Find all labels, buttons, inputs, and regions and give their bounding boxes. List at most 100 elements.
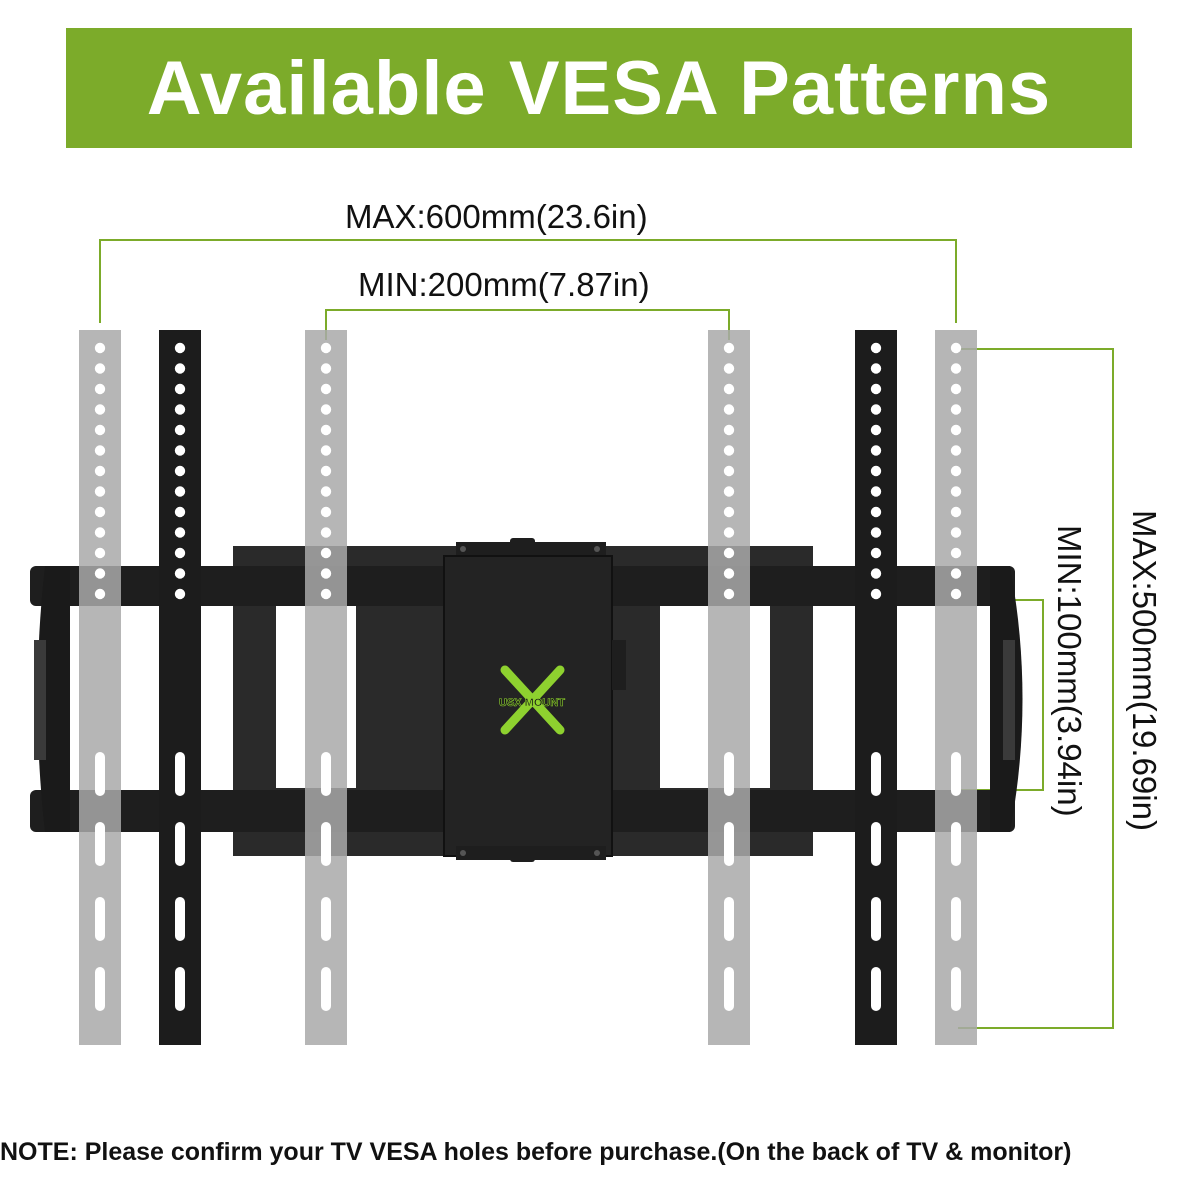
bracket-hole (94, 568, 106, 579)
bracket-hole (320, 383, 332, 395)
bracket-hole (870, 404, 882, 415)
bracket-hole (94, 486, 106, 497)
max-height-dimension-line (958, 348, 1114, 1029)
bracket-hole (174, 465, 186, 477)
bracket-hole (723, 383, 735, 395)
bracket-slot (175, 822, 185, 866)
bracket-gray-left-outer (79, 330, 121, 1045)
bracket-hole (723, 424, 735, 436)
bracket-slot (95, 897, 105, 941)
bracket-hole (723, 506, 735, 518)
max-height-label: MAX:500mm(19.69in) (1126, 510, 1163, 831)
bracket-hole (320, 527, 332, 538)
min-height-label: MIN:100mm(3.94in) (1051, 525, 1088, 817)
bracket-hole (950, 568, 962, 579)
bracket-slot (871, 897, 881, 941)
bracket-hole (94, 527, 106, 538)
bracket-hole (950, 445, 962, 456)
bracket-hole (950, 527, 962, 538)
bracket-hole (723, 404, 735, 415)
bracket-hole (723, 486, 735, 497)
bracket-slot (175, 897, 185, 941)
bracket-hole (174, 404, 186, 415)
bracket-hole (950, 465, 962, 477)
bracket-hole (870, 568, 882, 579)
bracket-hole (950, 342, 962, 354)
max-width-dimension-line (99, 239, 957, 323)
bracket-hole (174, 486, 186, 497)
bracket-hole (950, 588, 962, 600)
logo-text: USX MOUNT (499, 697, 565, 709)
bracket-slot (951, 822, 961, 866)
bracket-slot (951, 897, 961, 941)
bracket-hole (870, 383, 882, 395)
bracket-hole (320, 506, 332, 518)
bracket-hole (870, 547, 882, 559)
bracket-hole (174, 588, 186, 600)
bracket-hole (870, 506, 882, 518)
bracket-hole (94, 363, 106, 374)
bracket-hole (950, 547, 962, 559)
bracket-slot (724, 897, 734, 941)
bracket-slot (724, 752, 734, 796)
bracket-hole (723, 547, 735, 559)
bracket-gray-left-inner (305, 330, 347, 1045)
bracket-hole (174, 568, 186, 579)
bracket-hole (870, 424, 882, 436)
bracket-hole (320, 404, 332, 415)
bracket-hole (320, 424, 332, 436)
bracket-slot (321, 752, 331, 796)
bracket-hole (870, 527, 882, 538)
bracket-slot (321, 822, 331, 866)
bracket-hole (723, 588, 735, 600)
bracket-hole (174, 547, 186, 559)
bracket-hole (870, 342, 882, 354)
bracket-hole (94, 506, 106, 518)
bracket-hole (320, 588, 332, 600)
bracket-hole (320, 342, 332, 354)
bracket-hole (950, 486, 962, 497)
footer-note: NOTE: Please confirm your TV VESA holes … (0, 1138, 1072, 1166)
bracket-hole (320, 445, 332, 456)
bracket-hole (94, 588, 106, 600)
bracket-hole (174, 342, 186, 354)
bracket-hole (174, 424, 186, 436)
bracket-hole (870, 465, 882, 477)
bracket-slot (95, 967, 105, 1011)
bracket-hole (723, 342, 735, 354)
bracket-slot (175, 752, 185, 796)
bracket-slot (321, 967, 331, 1011)
bracket-hole (94, 424, 106, 436)
bracket-hole (950, 363, 962, 374)
bracket-slot (951, 752, 961, 796)
bracket-hole (320, 547, 332, 559)
bracket-hole (723, 568, 735, 579)
bracket-hole (94, 465, 106, 477)
bracket-hole (723, 527, 735, 538)
bracket-hole (174, 445, 186, 456)
bracket-hole (950, 404, 962, 415)
bracket-hole (94, 342, 106, 354)
bracket-slot (321, 897, 331, 941)
bracket-hole (320, 486, 332, 497)
bracket-slot (871, 752, 881, 796)
bracket-hole (94, 547, 106, 559)
center-pivot-box (443, 538, 626, 862)
max-width-label: MAX:600mm(23.6in) (345, 198, 648, 235)
title-banner: Available VESA Patterns (66, 28, 1132, 148)
min-width-dimension-line (325, 309, 730, 340)
bracket-slot (175, 967, 185, 1011)
bracket-hole (320, 568, 332, 579)
bracket-hole (320, 465, 332, 477)
bracket-hole (723, 363, 735, 374)
bracket-gray-right-outer (935, 330, 977, 1045)
bracket-slot (724, 822, 734, 866)
bracket-slot (871, 822, 881, 866)
bracket-hole (870, 445, 882, 456)
bracket-hole (950, 383, 962, 395)
bracket-hole (870, 588, 882, 600)
bracket-hole (950, 424, 962, 436)
bracket-hole (723, 465, 735, 477)
bracket-hole (870, 486, 882, 497)
bracket-hole (870, 363, 882, 374)
